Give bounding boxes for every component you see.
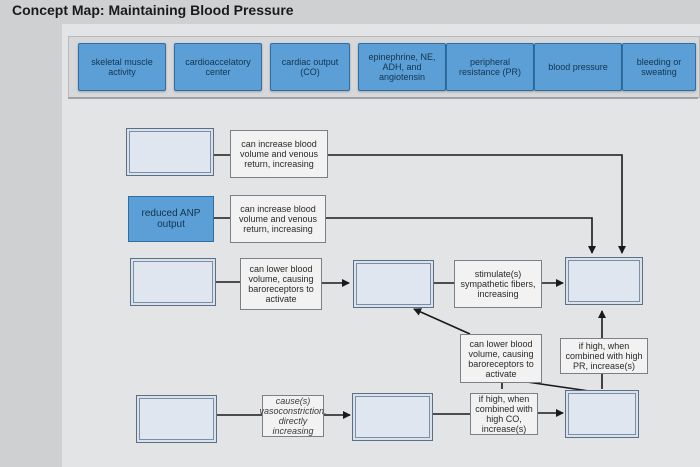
drop-zone-3[interactable]: [130, 258, 216, 306]
drop-zone-8[interactable]: [565, 390, 639, 438]
term-chip-cardioaccelatory[interactable]: cardioaccelatory center: [174, 43, 262, 91]
term-chip-hormones[interactable]: epinephrine, NE, ADH, and angiotensin: [358, 43, 446, 91]
term-chip-skeletal-muscle[interactable]: skeletal muscle activity: [78, 43, 166, 91]
connector-label-7: cause(s) vasoconstriction, directly incr…: [259, 395, 327, 437]
connector-label-8: if high, when combined with high CO, inc…: [470, 393, 538, 435]
term-chip-blood-pressure[interactable]: blood pressure: [534, 43, 622, 91]
drop-zone-1[interactable]: [126, 128, 214, 176]
term-chip-cardiac-output[interactable]: cardiac output (CO): [270, 43, 350, 91]
bank-divider: [68, 97, 698, 99]
connector-label-3: can lower blood volume, causing barorece…: [240, 258, 322, 310]
connector-label-6: if high, when combined with high PR, inc…: [560, 338, 648, 374]
drop-zone-4[interactable]: [353, 260, 434, 308]
connector-line: [413, 308, 471, 335]
drop-zone-2-filled[interactable]: reduced ANP output: [128, 196, 214, 242]
connector-line: [328, 154, 626, 254]
connector-label-5: can lower blood volume, causing barorece…: [460, 334, 542, 383]
connector-label-2: can increase blood volume and venous ret…: [230, 195, 326, 243]
connector-label-1: can increase blood volume and venous ret…: [230, 130, 328, 178]
drop-zone-5[interactable]: [565, 257, 643, 305]
term-chip-peripheral-resistance[interactable]: peripheral resistance (PR): [446, 43, 534, 91]
connector-label-4: stimulate(s) sympathetic fibers, increas…: [454, 260, 542, 308]
drop-zone-7[interactable]: [352, 393, 433, 441]
page-title: Concept Map: Maintaining Blood Pressure: [12, 2, 294, 18]
drop-zone-6[interactable]: [136, 395, 217, 443]
term-chip-bleeding[interactable]: bleeding or sweating: [622, 43, 696, 91]
connector-line: [325, 217, 596, 254]
